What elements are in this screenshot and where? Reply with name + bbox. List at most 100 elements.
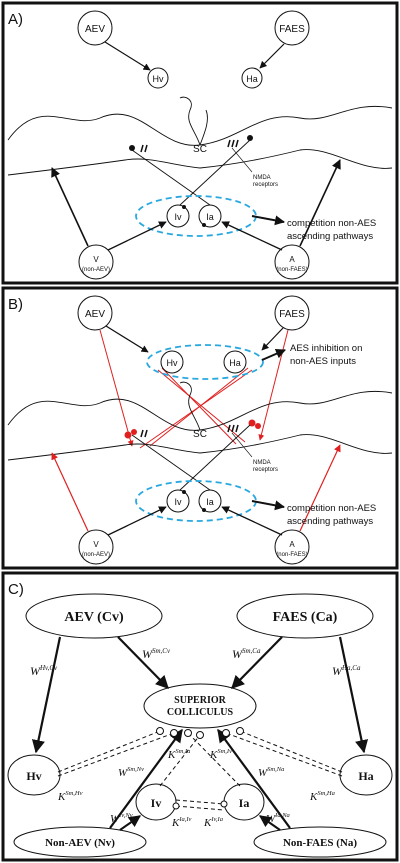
non-faes-label: Non-FAES (Na)	[283, 837, 357, 849]
aev-label: AEV	[85, 24, 105, 35]
a-label: A	[289, 255, 295, 264]
superior-colliculus-node	[143, 683, 257, 729]
iv-node	[166, 489, 190, 513]
aev-node	[77, 10, 113, 46]
nmda-label-1: NMDA	[253, 460, 271, 466]
v-node	[78, 244, 114, 280]
ha-node	[241, 67, 263, 89]
non-faes-na-node	[253, 826, 387, 858]
aev-to-hv-arrow	[105, 325, 149, 353]
aev-label: AEV	[85, 309, 105, 320]
aes-inhib-pointer	[261, 349, 286, 361]
aev-to-hv-arrow	[31, 636, 62, 754]
faes-ca-label: FAES (Ca)	[273, 610, 338, 625]
aes-inhib-text-2: non-AES inputs	[290, 356, 356, 367]
dendrite-upper	[7, 105, 393, 146]
hv-red-cross2	[161, 367, 237, 445]
non-aev-nv-node	[13, 826, 147, 858]
v-to-sc-arrow	[51, 167, 89, 247]
nmda-label-2: receptors	[253, 467, 278, 473]
a-node	[274, 244, 310, 280]
nmda-pointer	[231, 432, 253, 458]
aev-cv-node	[25, 593, 163, 639]
iv-label: Iv	[174, 497, 182, 507]
inhibitory-synapse-circles	[156, 727, 244, 810]
w-ia-na: WIa,Na	[266, 812, 290, 825]
competition-pointer	[251, 215, 285, 226]
ia-label: Ia	[206, 497, 214, 507]
hv-label: Hv	[167, 358, 178, 368]
v-to-iv-arrow	[107, 506, 167, 536]
hv-node	[147, 67, 169, 89]
competition-text-2: ascending pathways	[287, 516, 373, 527]
nv-to-iv-arrow	[119, 815, 141, 831]
k-sm-ha: KSm,Ha	[309, 790, 335, 803]
iv-label: Iv	[151, 796, 162, 810]
ha-label: Ha	[358, 769, 373, 783]
w-sm-na: WSm,Na	[258, 766, 284, 779]
ha-node	[223, 350, 247, 374]
hv-node	[160, 350, 184, 374]
aev-node	[77, 295, 113, 331]
ha-label: Ha	[246, 74, 258, 84]
competition-text-1: competition non-AES	[287, 218, 376, 229]
competition-text-2: ascending pathways	[287, 231, 373, 242]
faes-node	[274, 10, 310, 46]
iv-to-sc-line	[179, 139, 251, 206]
aes-inhibition-ellipse	[146, 344, 264, 380]
ia-inhib-dot	[202, 508, 206, 512]
right-synapse	[227, 135, 253, 148]
aev-to-sc-arrow	[117, 636, 169, 689]
ia-label: Ia	[239, 796, 250, 810]
iv-to-sc-line	[179, 424, 251, 491]
sc-axon	[179, 96, 201, 146]
a-to-ia-arrow	[221, 506, 283, 536]
iv-node	[135, 783, 177, 821]
panel-a-letter: A)	[8, 11, 23, 28]
k-ia-iv: KIa,Iv	[171, 816, 192, 829]
faes-to-ha-arrow	[259, 43, 285, 69]
panel-a-frame	[1, 1, 399, 285]
w-ha-ca: WHa,Ca	[332, 664, 361, 678]
iv-inhib-dot	[182, 490, 186, 494]
v-label: V	[93, 540, 99, 549]
right-synapse	[227, 419, 261, 433]
faes-node	[274, 295, 310, 331]
faes-to-ha-arrow	[261, 327, 284, 351]
panel-b: B) AEV FAES Hv Ha AES inhibition on non-…	[1, 286, 399, 570]
a-sublabel: (non-FAES)	[276, 552, 307, 558]
sc-axon	[179, 381, 201, 431]
sc-label: SC	[193, 144, 207, 155]
aev-cv-label: AEV (Cv)	[64, 610, 124, 625]
v-sublabel: (non-AEV)	[82, 267, 110, 273]
a-node	[274, 529, 310, 565]
ia-inhib-dot	[202, 223, 206, 227]
w-sm-cv: WSm,Cv	[142, 647, 171, 661]
hv-red-cross	[157, 369, 246, 443]
sc-label-2: COLLICULUS	[167, 707, 234, 718]
faes-to-sc-arrow	[231, 636, 283, 689]
iv-node	[166, 204, 190, 228]
left-synapse	[124, 429, 148, 439]
ha-red-cross2	[149, 367, 249, 447]
w-sm-nv: WSm,Nv	[118, 766, 144, 779]
panel-c-frame	[1, 571, 399, 862]
faes-label: FAES	[279, 24, 305, 35]
v-sublabel: (non-AEV)	[82, 552, 110, 558]
w-sm-ca: WSm,Ca	[232, 647, 261, 661]
v-to-sc-red-arrow	[51, 452, 89, 532]
non-aev-label: Non-AEV (Nv)	[45, 837, 115, 849]
nmda-label-2: receptors	[253, 182, 278, 188]
dendrite-lower	[7, 149, 393, 176]
faes-ca-node	[236, 593, 374, 639]
a-label: A	[289, 540, 295, 549]
faes-to-sc-red	[258, 329, 289, 441]
ia-node	[198, 204, 222, 228]
k-sm-ia: KSm,Ia	[167, 748, 190, 761]
ha-label: Ha	[229, 358, 241, 368]
faes-to-ha-arrow	[338, 636, 369, 754]
left-synapse	[129, 144, 148, 153]
hv-label: Hv	[26, 769, 41, 783]
dendrite-lower	[7, 434, 393, 461]
